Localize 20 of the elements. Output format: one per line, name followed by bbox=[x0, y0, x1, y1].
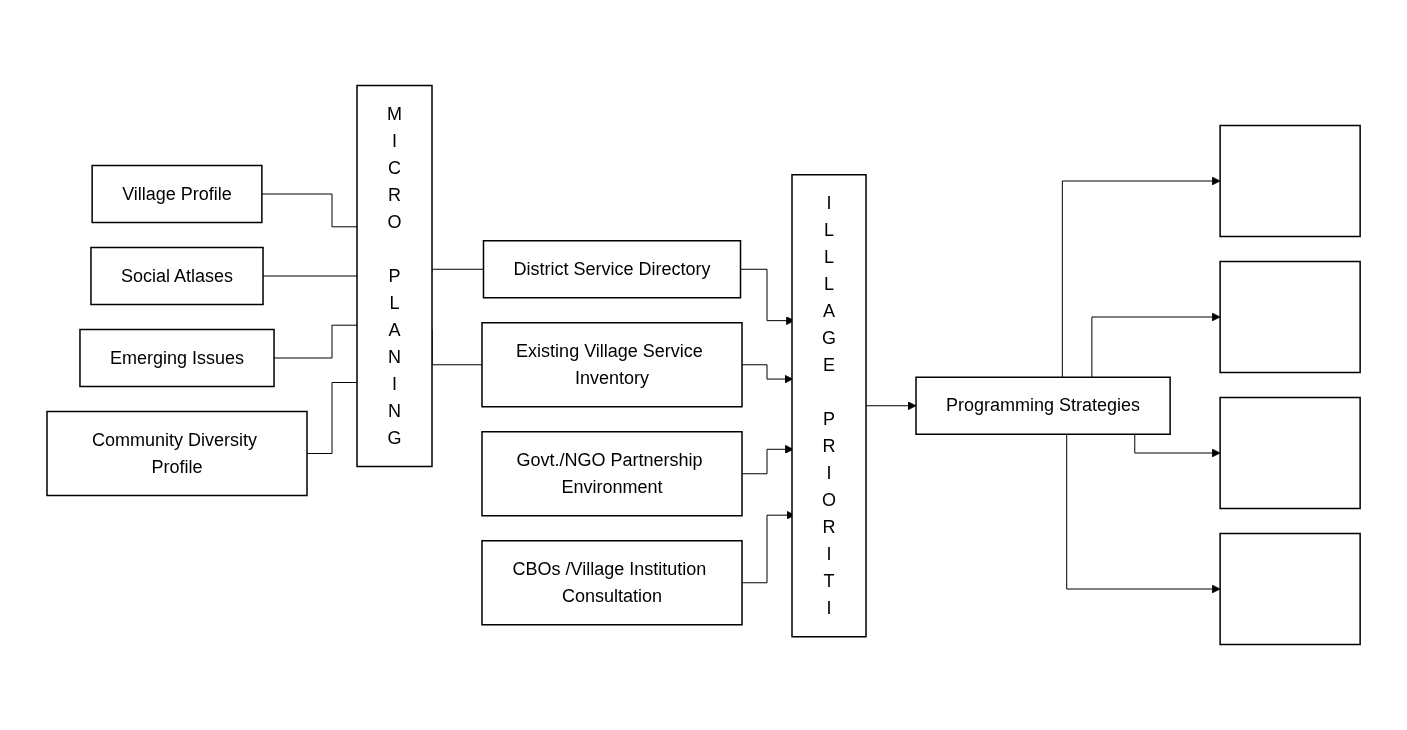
arrow bbox=[1061, 176, 1221, 378]
node-box: Emerging Issues bbox=[79, 328, 275, 388]
arrow bbox=[1134, 433, 1221, 458]
node-box bbox=[1219, 260, 1361, 374]
node-box: Existing Village Service Inventory bbox=[481, 322, 743, 408]
node-box: CBOs /Village Institution Consultation bbox=[481, 540, 743, 626]
node-box bbox=[1219, 532, 1361, 646]
node-box: ILLLAGE PRIORITI bbox=[791, 174, 867, 638]
node-box: Govt./NGO Partnership Environment bbox=[481, 431, 743, 517]
node-box: Community Diversity Profile bbox=[46, 410, 308, 497]
node-box: MICRO PLANING bbox=[356, 84, 433, 468]
node-box: Village Profile bbox=[91, 164, 263, 224]
node-box: Programming Strategies bbox=[915, 376, 1171, 435]
node-box bbox=[1219, 396, 1361, 510]
node-box: Social Atlases bbox=[90, 246, 264, 306]
node-box: District Service Directory bbox=[482, 240, 742, 299]
connector bbox=[431, 268, 484, 273]
node-box bbox=[1219, 124, 1361, 238]
arrow bbox=[1066, 433, 1221, 594]
arrow bbox=[1091, 312, 1221, 378]
